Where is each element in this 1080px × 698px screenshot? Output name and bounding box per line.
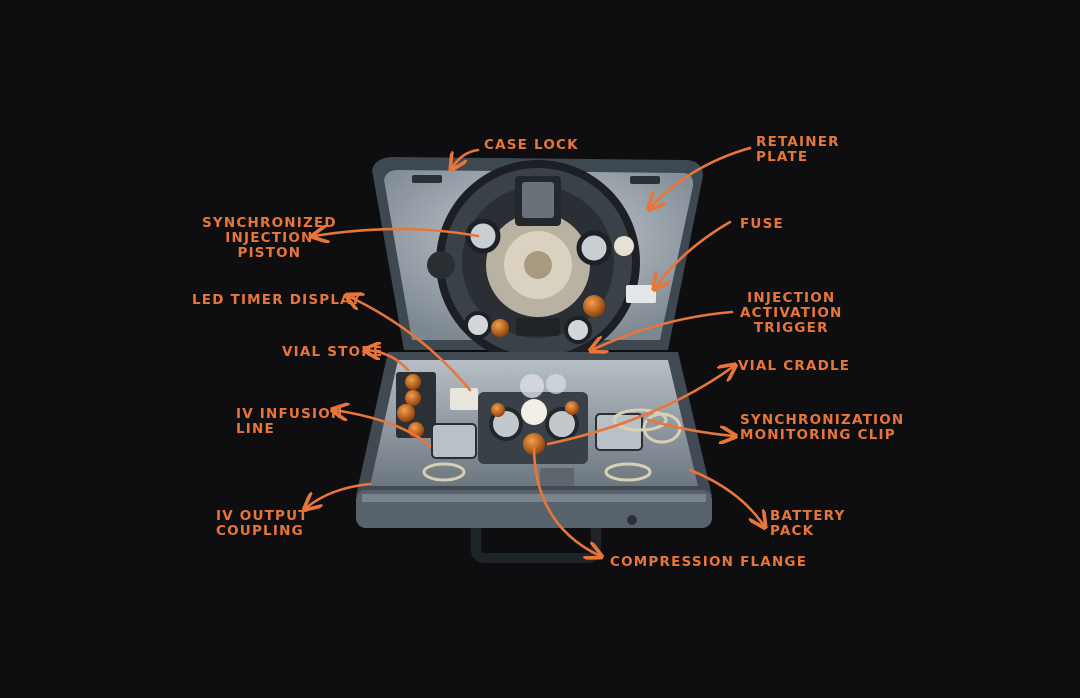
fuse-module bbox=[626, 285, 656, 303]
lid-amber-vials bbox=[491, 295, 605, 337]
arrow-iv-infusion-line bbox=[334, 410, 432, 448]
label-led-timer-display: LED TIMER DISPLAY bbox=[192, 292, 362, 308]
vial-cradle bbox=[478, 374, 588, 464]
arrow-case-lock bbox=[452, 148, 480, 168]
label-vial-store: VIAL STORE bbox=[282, 344, 384, 360]
arrow-vial-cradle bbox=[546, 366, 734, 446]
label-case-lock: CASE LOCK bbox=[484, 137, 579, 153]
lid-latch-right bbox=[630, 176, 660, 184]
arrow-led-timer-display bbox=[348, 296, 472, 392]
label-battery-pack: BATTERY PACK bbox=[770, 508, 846, 539]
annotation-arrows bbox=[306, 146, 764, 556]
arrow-iv-output-coupling bbox=[306, 482, 372, 508]
label-compression-flange: COMPRESSION FLANGE bbox=[610, 554, 808, 570]
label-iv-infusion-line: IV INFUSION LINE bbox=[236, 406, 344, 437]
label-injection-activation-trigger: INJECTION ACTIVATION TRIGGER bbox=[740, 290, 843, 336]
pump-units bbox=[422, 388, 682, 486]
arrow-vial-store bbox=[366, 350, 410, 372]
arrow-compression-flange bbox=[532, 446, 600, 556]
label-fuse: FUSE bbox=[740, 216, 784, 232]
label-synchronization-monitoring-clip: SYNCHRONIZATION MONITORING CLIP bbox=[740, 412, 905, 443]
arrow-battery-pack bbox=[688, 468, 764, 526]
injection-pistons bbox=[427, 218, 634, 344]
arrow-synchronized-injection-piston bbox=[314, 229, 480, 236]
arrow-synchronization-monitoring-clip bbox=[646, 418, 734, 436]
label-iv-output-coupling: IV OUTPUT COUPLING bbox=[216, 508, 309, 539]
arrow-fuse bbox=[655, 220, 732, 288]
label-retainer-plate: RETAINER PLATE bbox=[756, 134, 840, 165]
label-vial-cradle: VIAL CRADLE bbox=[738, 358, 851, 374]
lid-latch-left bbox=[412, 175, 442, 183]
arrow-injection-activation-trigger bbox=[592, 310, 734, 350]
arrow-retainer-plate bbox=[650, 146, 752, 208]
label-synchronized-injection-piston: SYNCHRONIZED INJECTION PISTON bbox=[202, 215, 337, 261]
